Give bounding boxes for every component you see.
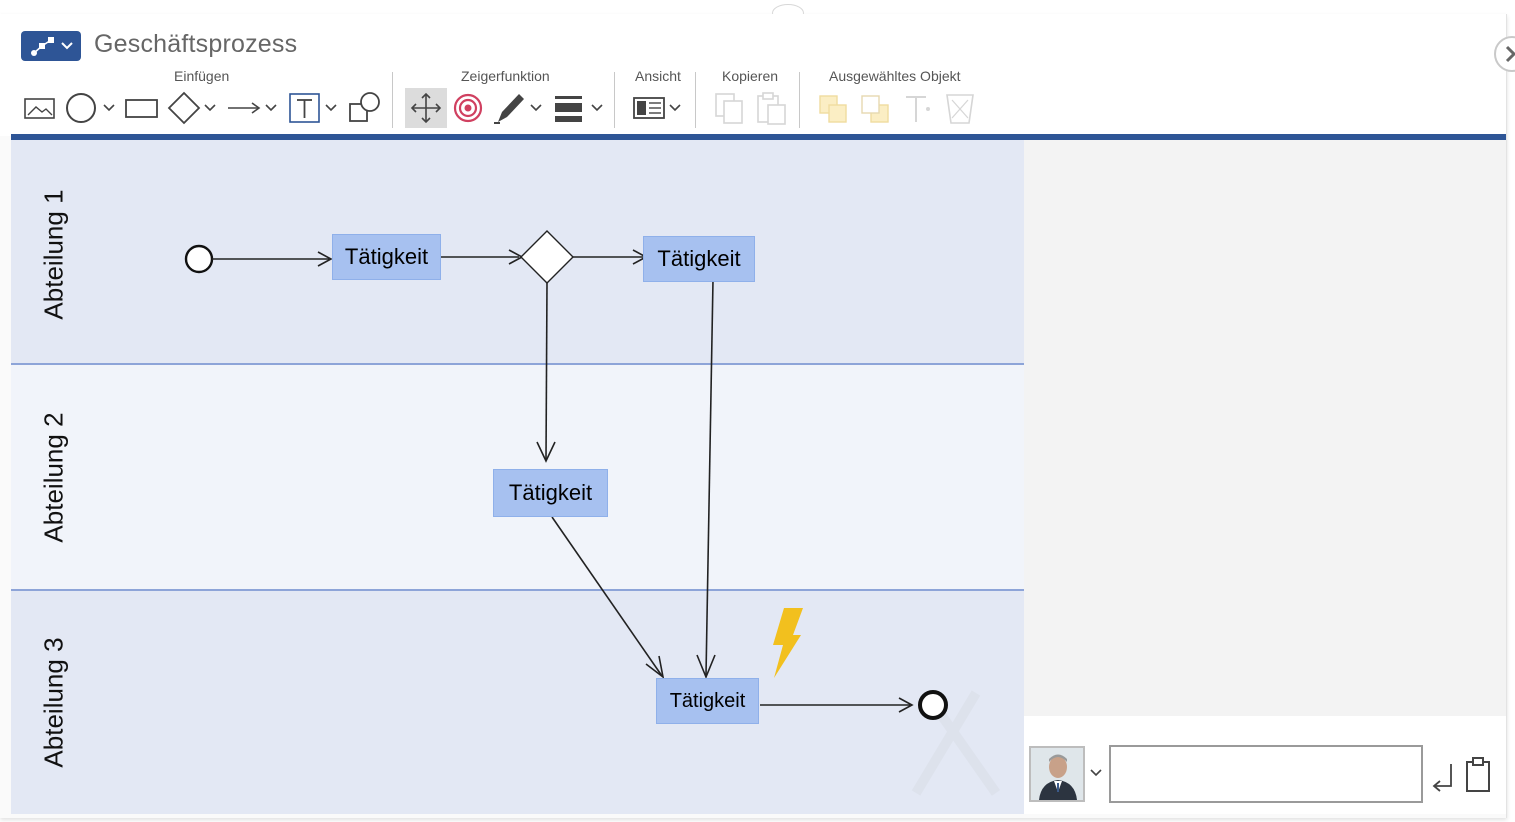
insert-shapes-button[interactable] — [346, 88, 386, 128]
app-menu-button[interactable] — [21, 31, 81, 61]
shapes-icon — [349, 92, 380, 122]
submit-comment-button[interactable] — [1429, 760, 1457, 797]
swimlane[interactable]: Abteilung 1 — [11, 140, 1024, 364]
connector — [551, 516, 663, 677]
send-to-back-button[interactable] — [858, 88, 894, 128]
task-node[interactable]: Tätigkeit — [643, 236, 755, 282]
text-format-button[interactable] — [900, 88, 936, 128]
bring-to-front-button[interactable] — [816, 88, 852, 128]
chevron-down-icon — [669, 104, 681, 112]
diagram-canvas[interactable]: Abteilung 1 Abteilung 2 Abteilung 3 — [11, 140, 1024, 814]
group-label-zeigerfunktion: Zeigerfunktion — [461, 68, 550, 84]
lightning-icon — [773, 608, 803, 678]
clipboard-button[interactable] — [1462, 756, 1494, 799]
target-icon — [453, 93, 483, 123]
toolbar-separator — [695, 72, 696, 128]
swimlane-divider — [11, 589, 1024, 591]
diagram-connectors — [184, 230, 1001, 796]
connector — [545, 282, 548, 460]
group-label-einfuegen: Einfügen — [174, 68, 230, 84]
circle-icon — [66, 93, 96, 123]
swimlane[interactable]: Abteilung 3 — [11, 591, 1024, 814]
insert-rectangle-button[interactable] — [122, 88, 162, 128]
paste-icon — [757, 92, 786, 125]
delete-icon — [946, 94, 974, 124]
insert-arrow-button[interactable] — [226, 88, 282, 128]
enter-icon — [1432, 764, 1452, 792]
chevron-down-icon — [591, 104, 603, 112]
insert-text-button[interactable] — [287, 88, 345, 128]
chevron-right-icon — [1505, 45, 1515, 63]
chevron-down-icon — [103, 104, 115, 112]
header — [0, 14, 1506, 136]
group-label-ausgewaehltes-objekt: Ausgewähltes Objekt — [829, 68, 961, 84]
chevron-down-icon — [1090, 769, 1102, 777]
chevron-down-icon — [204, 104, 216, 112]
process-icon — [31, 37, 73, 56]
start-event — [184, 244, 214, 274]
end-event — [918, 690, 948, 720]
toolbar-separator — [392, 72, 393, 128]
paste-button[interactable] — [754, 88, 790, 128]
send-back-icon — [861, 95, 889, 123]
task-node[interactable]: Tätigkeit — [656, 678, 759, 724]
line-style-button[interactable] — [552, 88, 608, 128]
side-panel — [1024, 140, 1506, 716]
pen-icon — [498, 94, 524, 122]
view-icon — [633, 97, 665, 119]
clipboard-icon — [1466, 757, 1490, 792]
insert-diamond-button[interactable] — [164, 88, 222, 128]
swimlane-divider — [11, 363, 1024, 365]
page-title: Geschäftsprozess — [94, 30, 298, 58]
connector — [705, 279, 714, 676]
rectangle-icon — [125, 99, 158, 118]
gateway — [520, 230, 574, 284]
group-label-kopieren: Kopieren — [722, 68, 779, 84]
chevron-down-icon — [530, 104, 542, 112]
group-label-ansicht: Ansicht — [635, 68, 681, 84]
diamond-icon — [167, 91, 201, 125]
task-node[interactable]: Tätigkeit — [493, 469, 608, 517]
image-icon — [24, 98, 55, 119]
move-tool-button[interactable] — [405, 88, 447, 128]
copy-icon — [715, 93, 743, 124]
collapse-panel-button[interactable] — [1494, 36, 1515, 72]
text-format-icon — [906, 96, 930, 122]
copy-button[interactable] — [712, 88, 748, 128]
insert-circle-button[interactable] — [62, 88, 120, 128]
toolbar-divider — [11, 134, 1506, 140]
task-node[interactable]: Tätigkeit — [332, 234, 441, 280]
line-style-icon — [555, 96, 582, 99]
toolbar-separator — [799, 72, 800, 128]
chevron-down-icon — [325, 104, 337, 112]
toolbar-separator — [614, 72, 615, 128]
move-icon — [405, 88, 447, 128]
chevron-down-icon — [61, 42, 73, 50]
delete-button[interactable] — [942, 88, 978, 128]
bring-front-icon — [819, 95, 847, 123]
insert-image-button[interactable] — [22, 88, 58, 128]
avatar-dropdown[interactable] — [1089, 766, 1105, 785]
view-button[interactable] — [632, 88, 688, 128]
comment-input[interactable] — [1109, 745, 1423, 803]
target-tool-button[interactable] — [450, 88, 486, 128]
text-icon — [289, 93, 320, 123]
user-avatar[interactable] — [1029, 746, 1085, 802]
pen-tool-button[interactable] — [490, 88, 548, 128]
chevron-down-icon — [265, 104, 277, 112]
